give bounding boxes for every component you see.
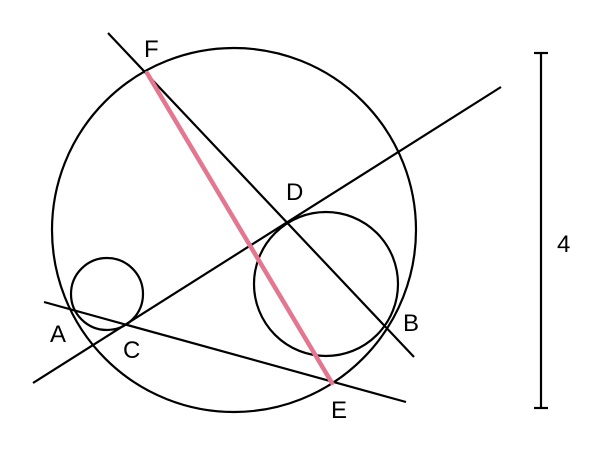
label-c: C <box>123 337 140 364</box>
dimension-value: 4 <box>557 231 570 258</box>
small-circle <box>69 256 145 332</box>
line-cd <box>32 86 502 384</box>
label-f: F <box>144 36 159 63</box>
label-b: B <box>403 310 419 337</box>
line-ae <box>43 300 407 404</box>
medium-circle <box>252 210 400 358</box>
segment-fe <box>144 70 335 386</box>
line-fb <box>107 32 415 358</box>
label-d: D <box>286 179 303 206</box>
label-a: A <box>50 321 66 348</box>
large-circle <box>50 46 418 414</box>
label-e: E <box>331 397 347 424</box>
